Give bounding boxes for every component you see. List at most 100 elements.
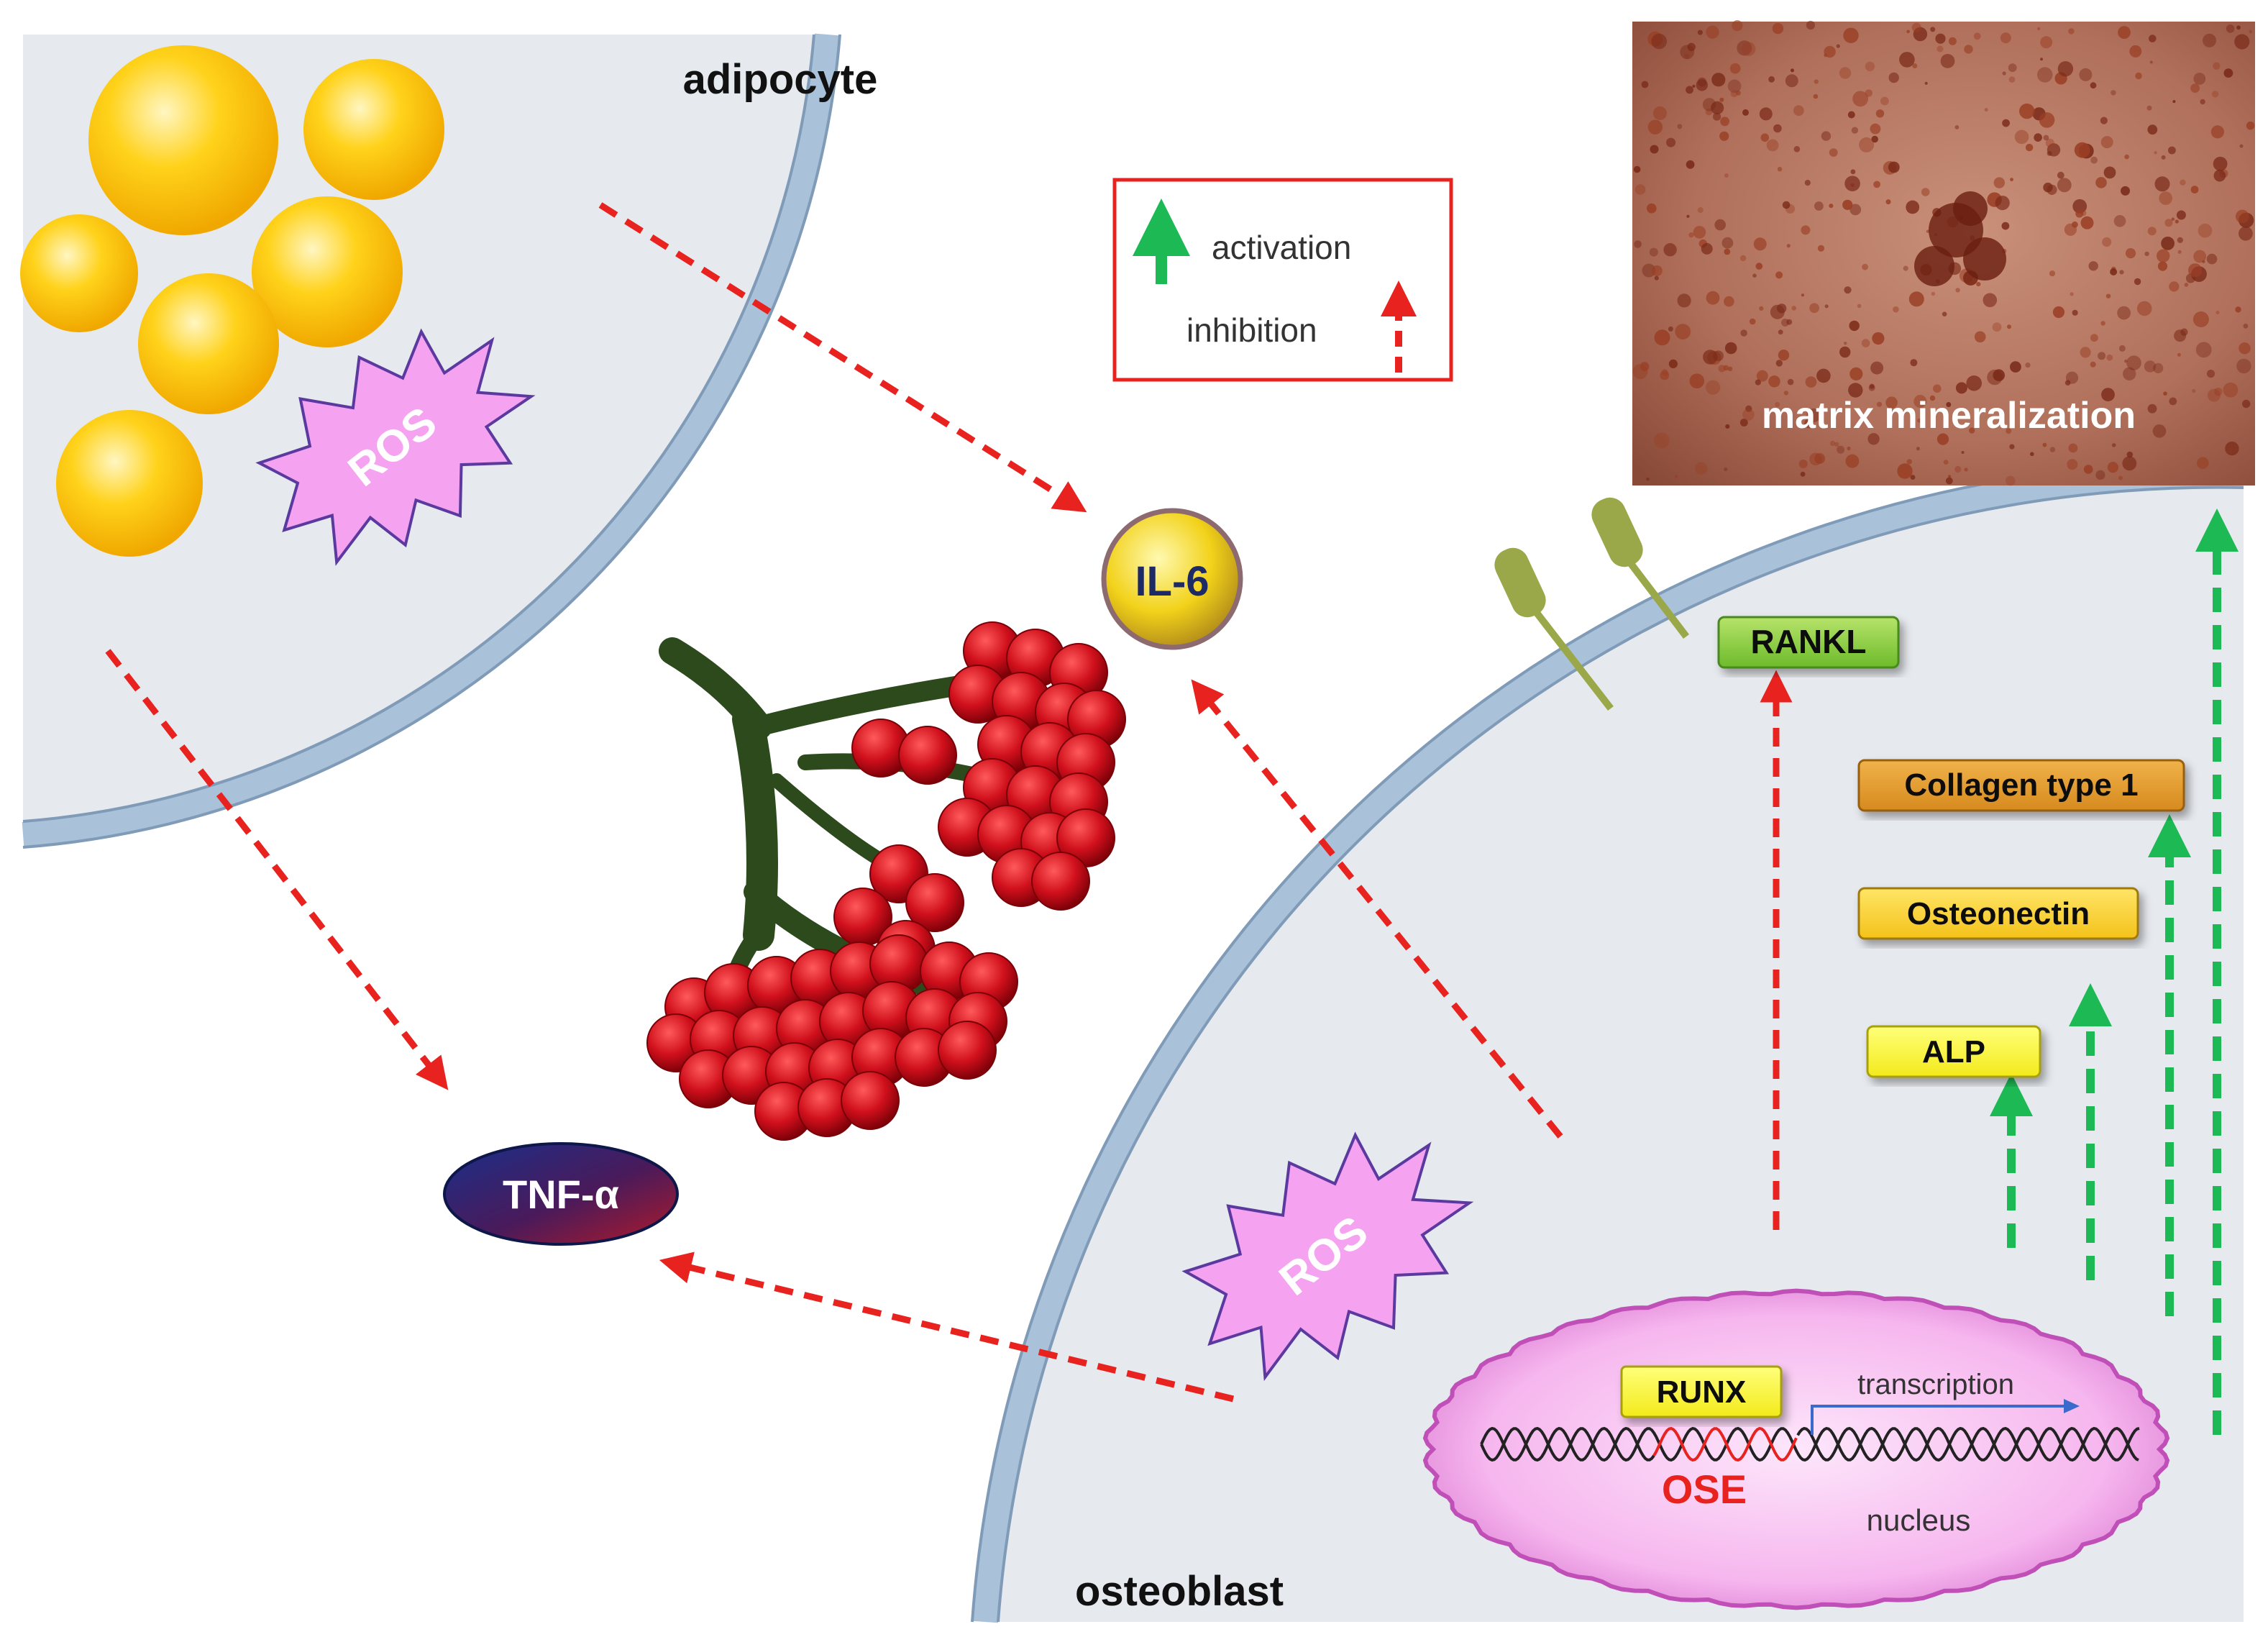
micrograph-speck [1961, 451, 1965, 454]
micrograph-speck [2177, 237, 2183, 243]
micrograph-speck [2149, 35, 2157, 42]
micrograph-speck [1777, 304, 1787, 314]
micrograph-speck [2101, 388, 2115, 401]
micrograph-speck [2110, 268, 2118, 275]
micrograph-speck [1786, 244, 1791, 248]
micrograph-speck [1768, 76, 1775, 83]
micrograph-speck [1848, 383, 1863, 398]
micrograph-speck [1849, 320, 1860, 332]
micrograph-speck [1778, 329, 1783, 335]
micrograph-speck [1954, 125, 1960, 129]
micrograph-speck [2126, 451, 2134, 458]
micrograph-speck [1966, 375, 1982, 391]
micrograph-speck [1706, 291, 1720, 305]
micrograph-speck [2103, 166, 2116, 179]
micrograph-speck [1687, 42, 1696, 51]
micrograph-speck [2200, 99, 2205, 105]
micrograph-speck [2234, 34, 2250, 50]
micrograph-speck [1916, 447, 1920, 451]
micrograph-speck [2083, 465, 2093, 474]
micrograph-speck [2225, 441, 2239, 456]
activation-arrows [1990, 509, 2239, 1435]
micrograph-speck [2177, 250, 2182, 254]
micrograph-speck [1749, 318, 1756, 325]
micrograph-speck [1703, 350, 1718, 365]
micrograph-speck [1752, 273, 1757, 278]
micrograph-speck [2135, 72, 2142, 80]
micrograph-speck [1868, 384, 1875, 391]
micrograph-speck [1876, 401, 1883, 407]
micrograph-speck [1756, 370, 1768, 382]
arrow-osteoblast-to-il6 [1191, 679, 1563, 1139]
micrograph-speck [2068, 443, 2078, 453]
micrograph-speck [2088, 261, 2098, 271]
micrograph-speck [1885, 199, 1891, 205]
micrograph-speck [2213, 169, 2226, 182]
micrograph-speck [1911, 22, 1921, 32]
micrograph-speck [1652, 106, 1667, 120]
dna-strand [1480, 1426, 2140, 1462]
micrograph-speck [2177, 352, 2181, 357]
micrograph-speck [1824, 304, 1829, 309]
osteoblast-membrane [972, 461, 2244, 1623]
micrograph-speck [1684, 53, 1690, 60]
micrograph-speck [1929, 395, 1936, 401]
micrograph-speck [1974, 331, 1986, 343]
micrograph-speck [2149, 60, 2153, 64]
micrograph-speck [1675, 475, 1678, 478]
micrograph-speck [1964, 45, 1973, 54]
nucleus-label: nucleus [1867, 1503, 1971, 1537]
micrograph-speck [1677, 293, 1691, 308]
micrograph-speck [2123, 367, 2136, 380]
micrograph-speck [1814, 79, 1819, 84]
micrograph-speck [1713, 112, 1721, 121]
micrograph-speck [2214, 388, 2223, 396]
micrograph-speck [1697, 29, 1703, 35]
runx-label: RUNX [1657, 1374, 1747, 1410]
micrograph-speck [2090, 156, 2098, 164]
micrograph-speck [1791, 68, 1794, 73]
micrograph-speck [2161, 237, 2175, 250]
micrograph-speck [1945, 477, 1953, 485]
micrograph-speck [1785, 74, 1798, 88]
micrograph-speck [2090, 361, 2096, 368]
micrograph-speck [1948, 37, 1957, 45]
micrograph-speck [2008, 63, 2017, 73]
micrograph-speck [2207, 388, 2221, 402]
micrograph-speck [2213, 156, 2228, 171]
micrograph-speck [1768, 375, 1780, 388]
legend-inhibition-label: inhibition [1186, 311, 1317, 349]
micrograph-speck [1844, 342, 1847, 345]
micrograph-speck [1706, 380, 1721, 395]
micrograph-speck [1870, 361, 1884, 375]
micrograph-speck [1724, 296, 1734, 307]
micrograph-speck [2057, 171, 2064, 179]
micrograph-speck [2134, 278, 2141, 286]
micrograph-speck [2009, 444, 2015, 450]
micrograph-speck [1849, 204, 1862, 216]
micrograph-speck [1829, 148, 1838, 158]
micrograph-speck [2119, 270, 2124, 275]
micrograph-speck [1871, 135, 1878, 143]
micrograph-speck [2169, 281, 2180, 292]
micrograph-speck [1647, 203, 1657, 214]
micrograph-speck [1888, 161, 1900, 173]
micrograph-speck [1847, 446, 1851, 451]
micrograph-speck [1947, 475, 1952, 478]
micrograph-speck [2152, 424, 2167, 438]
micrograph-speck [1775, 401, 1780, 407]
berry [1031, 852, 1090, 911]
micrograph-speck [1719, 131, 1729, 141]
micrograph-speck [1809, 303, 1820, 314]
micrograph-speck [1964, 468, 1968, 472]
micrograph-speck [1787, 378, 1794, 386]
micrograph-speck [1814, 201, 1824, 211]
micrograph-speck [1773, 124, 1782, 133]
micrograph-speck [2147, 227, 2157, 236]
micrograph-speck [2010, 178, 2013, 182]
micrograph-speck [1739, 255, 1747, 262]
lipid-droplet [20, 214, 138, 332]
micrograph-speck [1893, 306, 1899, 313]
micrograph-speck [2125, 248, 2136, 259]
